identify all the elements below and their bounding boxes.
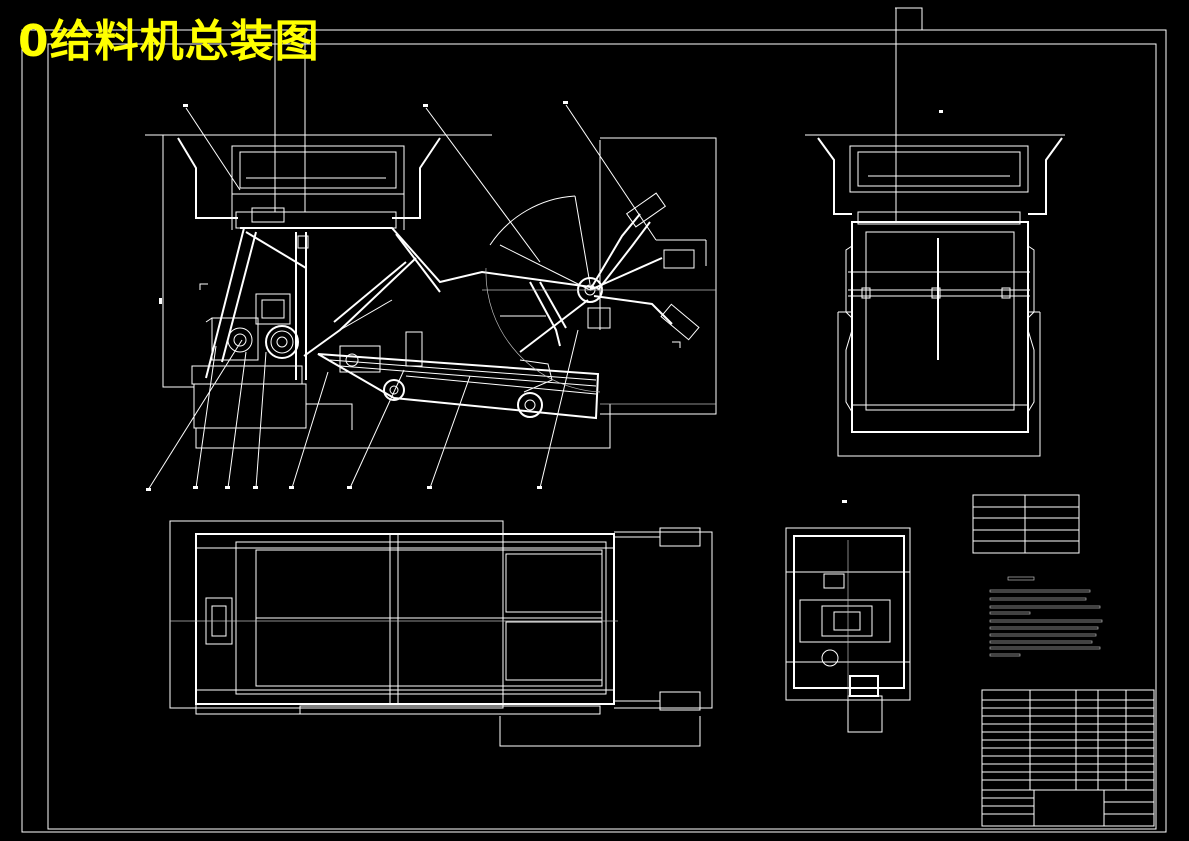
parameter-table (972, 494, 1080, 554)
detail-view (785, 500, 911, 733)
title-block (981, 689, 1155, 827)
end-view (805, 8, 1065, 457)
drawing-title: 0给料机总装图 (18, 16, 320, 67)
technical-notes (989, 576, 1103, 657)
inner-border (47, 43, 1157, 830)
top-corner-mark (895, 7, 923, 30)
side-elevation-view (145, 30, 717, 491)
plan-view (169, 520, 713, 747)
outer-border (21, 29, 1167, 833)
